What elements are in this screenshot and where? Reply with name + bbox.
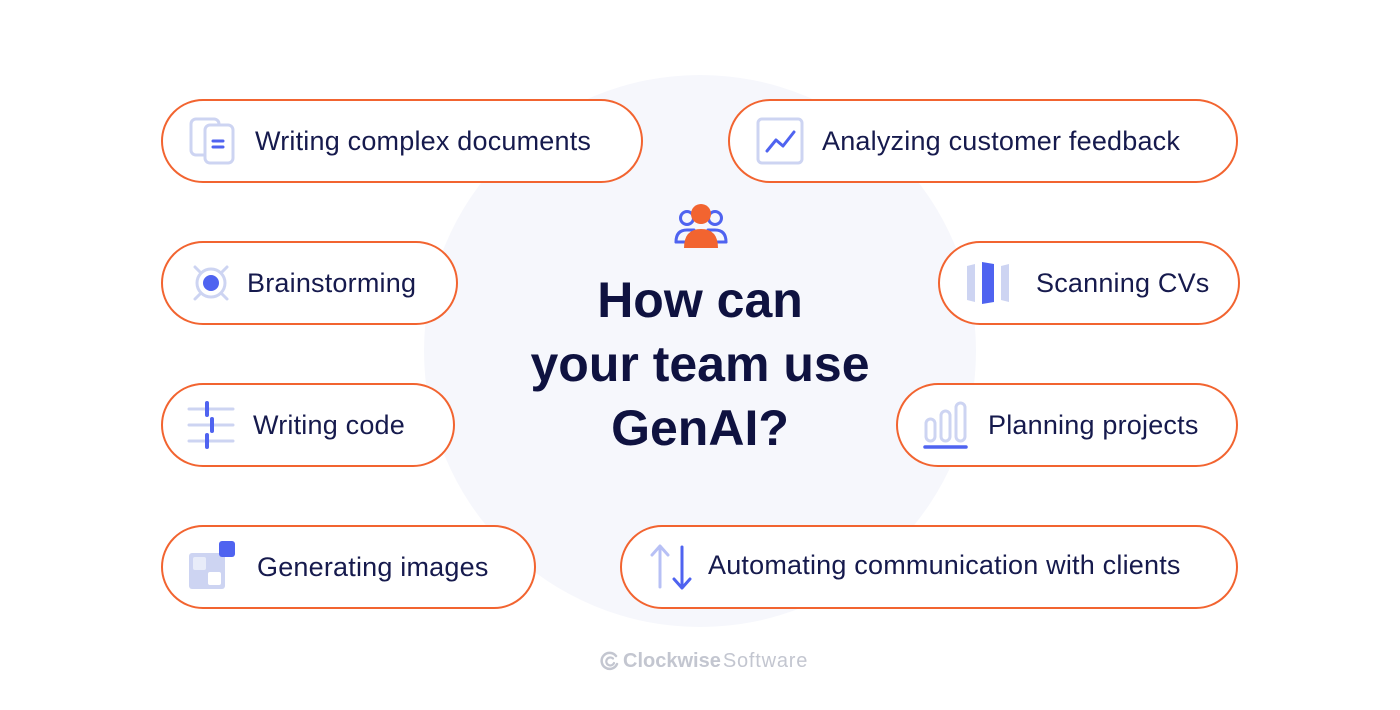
- item-label: Writing complex documents: [255, 125, 592, 156]
- page-title: How can your team use GenAI?: [500, 268, 900, 460]
- team-icon: [672, 202, 730, 252]
- item-writing-documents: Writing complex documents: [161, 99, 643, 183]
- image-blocks-icon: [187, 541, 239, 593]
- sliders-icon: [187, 399, 239, 451]
- panels-icon: [964, 257, 1016, 309]
- item-brainstorming: Brainstorming: [161, 241, 458, 325]
- item-label: Automating communication with clients: [708, 549, 1181, 580]
- up-down-arrows-icon: [646, 541, 698, 593]
- item-label: Writing code: [253, 409, 405, 440]
- item-scanning-cvs: Scanning CVs: [938, 241, 1240, 325]
- item-planning-projects: Planning projects: [896, 383, 1238, 467]
- brand-name-bold: Clockwise: [623, 649, 721, 672]
- item-label: Planning projects: [988, 409, 1199, 440]
- item-generating-images: Generating images: [161, 525, 536, 609]
- item-automating-communication: Automating communication with clients: [620, 525, 1238, 609]
- item-analyzing-feedback: Analyzing customer feedback: [728, 99, 1238, 183]
- target-icon: [187, 257, 239, 309]
- item-label: Generating images: [257, 551, 489, 582]
- bar-chart-icon: [922, 399, 974, 451]
- title-line-1: How can: [597, 272, 803, 328]
- brand-logo: Clockwise Software: [600, 648, 807, 674]
- title-line-2: your team use: [530, 336, 870, 392]
- item-label: Scanning CVs: [1036, 267, 1210, 298]
- title-line-3: GenAI?: [611, 400, 789, 456]
- trend-chart-icon: [754, 115, 806, 167]
- brand-name-light: Software: [722, 649, 809, 672]
- item-label: Analyzing customer feedback: [822, 125, 1181, 156]
- item-label: Brainstorming: [247, 267, 417, 298]
- item-writing-code: Writing code: [161, 383, 455, 467]
- clockwise-logo-icon: [600, 651, 620, 671]
- documents-icon: [187, 115, 239, 167]
